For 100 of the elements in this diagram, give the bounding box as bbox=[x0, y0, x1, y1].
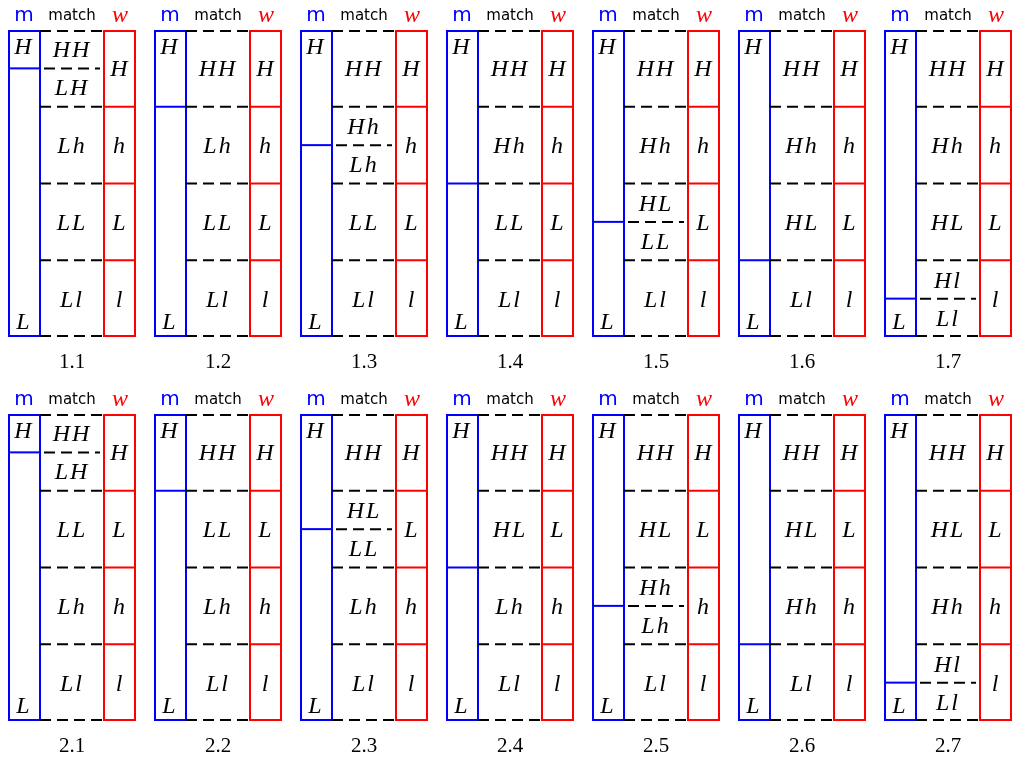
column-header: match bbox=[48, 7, 96, 23]
column-header: m bbox=[306, 388, 326, 408]
allele-label: H bbox=[840, 56, 860, 81]
genotype-pair: Lh bbox=[349, 593, 379, 618]
column-header: w bbox=[404, 386, 420, 410]
genotype-pair: HH bbox=[490, 440, 530, 465]
allele-label: L bbox=[892, 309, 908, 333]
allele-label: H bbox=[402, 440, 422, 465]
allele-label: l bbox=[991, 670, 1001, 695]
allele-label: H bbox=[452, 418, 472, 442]
genotype-pair: HH bbox=[490, 56, 530, 81]
genotype-pair: LL bbox=[56, 517, 88, 542]
genotype-pair: Ll bbox=[352, 670, 376, 695]
panel-number: 1.3 bbox=[350, 350, 378, 372]
column-header: match bbox=[632, 391, 680, 407]
column-header: w bbox=[550, 386, 566, 410]
allele-label: L bbox=[308, 693, 324, 717]
genotype-pair: Lh bbox=[495, 593, 525, 618]
genotype-pair: HH bbox=[636, 440, 676, 465]
allele-label: L bbox=[112, 517, 128, 542]
genotype-pair: Ll bbox=[206, 286, 230, 311]
allele-label: L bbox=[16, 693, 32, 717]
allele-label: L bbox=[112, 209, 128, 234]
panel-number: 2.6 bbox=[788, 734, 816, 756]
genotype-pair: Lh bbox=[641, 612, 671, 637]
genotype-pair: HL bbox=[930, 209, 966, 234]
allele-label: L bbox=[258, 517, 274, 542]
genotype-pair: Ll bbox=[936, 689, 960, 714]
allele-label: l bbox=[845, 286, 855, 311]
allele-label: h bbox=[697, 133, 711, 158]
genotype-pair: HH bbox=[928, 56, 968, 81]
column-header: match bbox=[48, 391, 96, 407]
allele-label: L bbox=[404, 517, 420, 542]
allele-label: H bbox=[694, 56, 714, 81]
allele-label: L bbox=[550, 517, 566, 542]
column-header: match bbox=[486, 7, 534, 23]
genotype-pair: HH bbox=[198, 440, 238, 465]
column-header: m bbox=[598, 4, 618, 24]
column-header: match bbox=[194, 7, 242, 23]
allele-label: L bbox=[600, 693, 616, 717]
allele-label: l bbox=[845, 670, 855, 695]
allele-label: H bbox=[306, 34, 326, 58]
allele-label: H bbox=[14, 418, 34, 442]
allele-label: h bbox=[989, 133, 1003, 158]
column-header: match bbox=[486, 391, 534, 407]
column-header: m bbox=[890, 388, 910, 408]
allele-label: L bbox=[258, 209, 274, 234]
genotype-pair: Hl bbox=[934, 267, 962, 292]
genotype-pair: Lh bbox=[57, 593, 87, 618]
genotype-pair: Ll bbox=[352, 286, 376, 311]
allele-label: h bbox=[259, 133, 273, 158]
panel-number: 2.1 bbox=[58, 734, 86, 756]
genotype-pair: Ll bbox=[644, 286, 668, 311]
genotype-pair: LL bbox=[202, 209, 234, 234]
allele-label: L bbox=[988, 517, 1004, 542]
genotype-pair: Hh bbox=[639, 574, 673, 599]
panel-number: 1.7 bbox=[934, 350, 962, 372]
genotype-pair: HL bbox=[492, 517, 528, 542]
column-header: m bbox=[452, 388, 472, 408]
allele-label: h bbox=[551, 593, 565, 618]
column-header: match bbox=[340, 7, 388, 23]
column-header: w bbox=[112, 2, 128, 26]
allele-label: H bbox=[256, 56, 276, 81]
genotype-pair: Ll bbox=[936, 305, 960, 330]
column-header: m bbox=[890, 4, 910, 24]
column-header: w bbox=[988, 2, 1004, 26]
panel-number: 2.4 bbox=[496, 734, 524, 756]
column-header: m bbox=[306, 4, 326, 24]
allele-label: L bbox=[454, 309, 470, 333]
allele-label: H bbox=[598, 34, 618, 58]
allele-label: h bbox=[405, 133, 419, 158]
genotype-pair: Ll bbox=[498, 670, 522, 695]
allele-label: l bbox=[407, 670, 417, 695]
allele-label: L bbox=[696, 517, 712, 542]
allele-label: l bbox=[699, 670, 709, 695]
genotype-pair: HH bbox=[928, 440, 968, 465]
allele-label: h bbox=[113, 133, 127, 158]
column-header: w bbox=[404, 2, 420, 26]
allele-label: h bbox=[113, 593, 127, 618]
allele-label: L bbox=[600, 309, 616, 333]
column-header: w bbox=[842, 386, 858, 410]
allele-label: h bbox=[843, 133, 857, 158]
allele-label: L bbox=[162, 309, 178, 333]
column-header: w bbox=[258, 2, 274, 26]
column-header: w bbox=[696, 386, 712, 410]
genotype-pair: HL bbox=[930, 517, 966, 542]
column-header: match bbox=[778, 7, 826, 23]
allele-label: H bbox=[890, 418, 910, 442]
genotype-pair: Ll bbox=[644, 670, 668, 695]
column-header: m bbox=[744, 388, 764, 408]
column-header: match bbox=[924, 7, 972, 23]
allele-label: l bbox=[991, 286, 1001, 311]
genotype-pair: HH bbox=[782, 56, 822, 81]
genotype-pair: LL bbox=[640, 228, 672, 253]
column-header: w bbox=[550, 2, 566, 26]
genotype-pair: Hh bbox=[785, 133, 819, 158]
genotype-pair: HL bbox=[784, 517, 820, 542]
allele-label: L bbox=[746, 309, 762, 333]
allele-label: H bbox=[402, 56, 422, 81]
allele-label: H bbox=[14, 34, 34, 58]
